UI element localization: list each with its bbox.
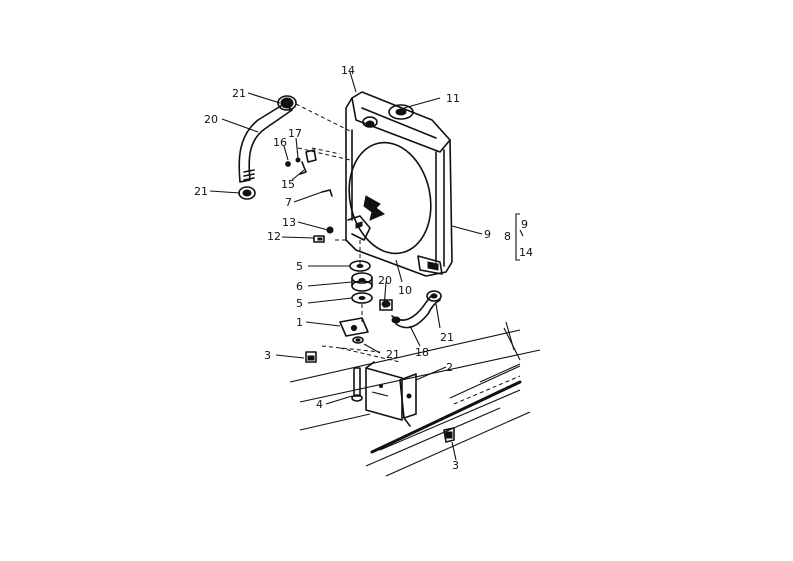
- bracket-lower-left: [347, 215, 371, 241]
- callout-1: 1: [296, 316, 303, 329]
- mount-bracket: [339, 317, 369, 344]
- callout-14: 14: [341, 64, 355, 77]
- leader-lines: [209, 71, 483, 461]
- support-bracket: [399, 373, 417, 427]
- callout-3-left: 3: [264, 349, 271, 362]
- callout-4: 4: [316, 398, 323, 411]
- callout-14-group: 14: [519, 246, 533, 259]
- callout-13: 13: [282, 216, 296, 229]
- callout-2: 2: [446, 361, 453, 374]
- spacer-6: [351, 272, 373, 292]
- callout-16: 16: [273, 136, 287, 149]
- callout-12: 12: [267, 230, 281, 243]
- hose-clamp-lower-right: [426, 290, 442, 302]
- callout-9-group: 9: [521, 218, 528, 231]
- callout-11: 11: [446, 92, 460, 105]
- bolt-12: [313, 235, 325, 243]
- callout-labels: 14 11 21 20 17 16 15 21 7 13 12 9 8 9 14…: [194, 64, 533, 472]
- hose-clamp-left: [238, 186, 256, 200]
- callout-7: 7: [285, 196, 292, 209]
- callout-21-lower: 21: [386, 348, 400, 361]
- callout-21-left: 21: [194, 185, 208, 198]
- radiator: [345, 91, 453, 277]
- callout-17: 17: [288, 127, 302, 140]
- hose-end-left: [391, 316, 401, 324]
- drain-fittings: [285, 149, 317, 175]
- callout-20-mid: 20: [378, 274, 392, 287]
- callout-6: 6: [296, 280, 303, 293]
- mount-pin: [321, 189, 333, 197]
- bolt-3-left: [305, 351, 317, 363]
- group-brace: [515, 213, 524, 261]
- callout-8: 8: [504, 230, 511, 243]
- callout-21-top: 21: [232, 87, 246, 100]
- callout-3-bottom: 3: [452, 459, 459, 472]
- callout-18: 18: [415, 346, 429, 359]
- callout-20-top: 20: [204, 113, 218, 126]
- hose-clamp-top: [277, 95, 297, 111]
- hose-clamp-mid: [379, 299, 393, 311]
- callout-15: 15: [281, 178, 295, 191]
- rubber-mount-lower: [351, 292, 373, 304]
- upper-hose: [238, 103, 293, 183]
- callout-10: 10: [398, 284, 412, 297]
- radiator-cap: [388, 104, 414, 120]
- callout-21-right: 21: [440, 331, 454, 344]
- callout-5-top: 5: [296, 260, 303, 273]
- chassis-frame: [289, 321, 541, 477]
- long-bolt: [351, 367, 363, 402]
- callout-5-bottom: 5: [296, 297, 303, 310]
- upper-inlet: [362, 116, 378, 128]
- callout-9: 9: [484, 228, 491, 241]
- bolt-3-bottom: [443, 427, 455, 443]
